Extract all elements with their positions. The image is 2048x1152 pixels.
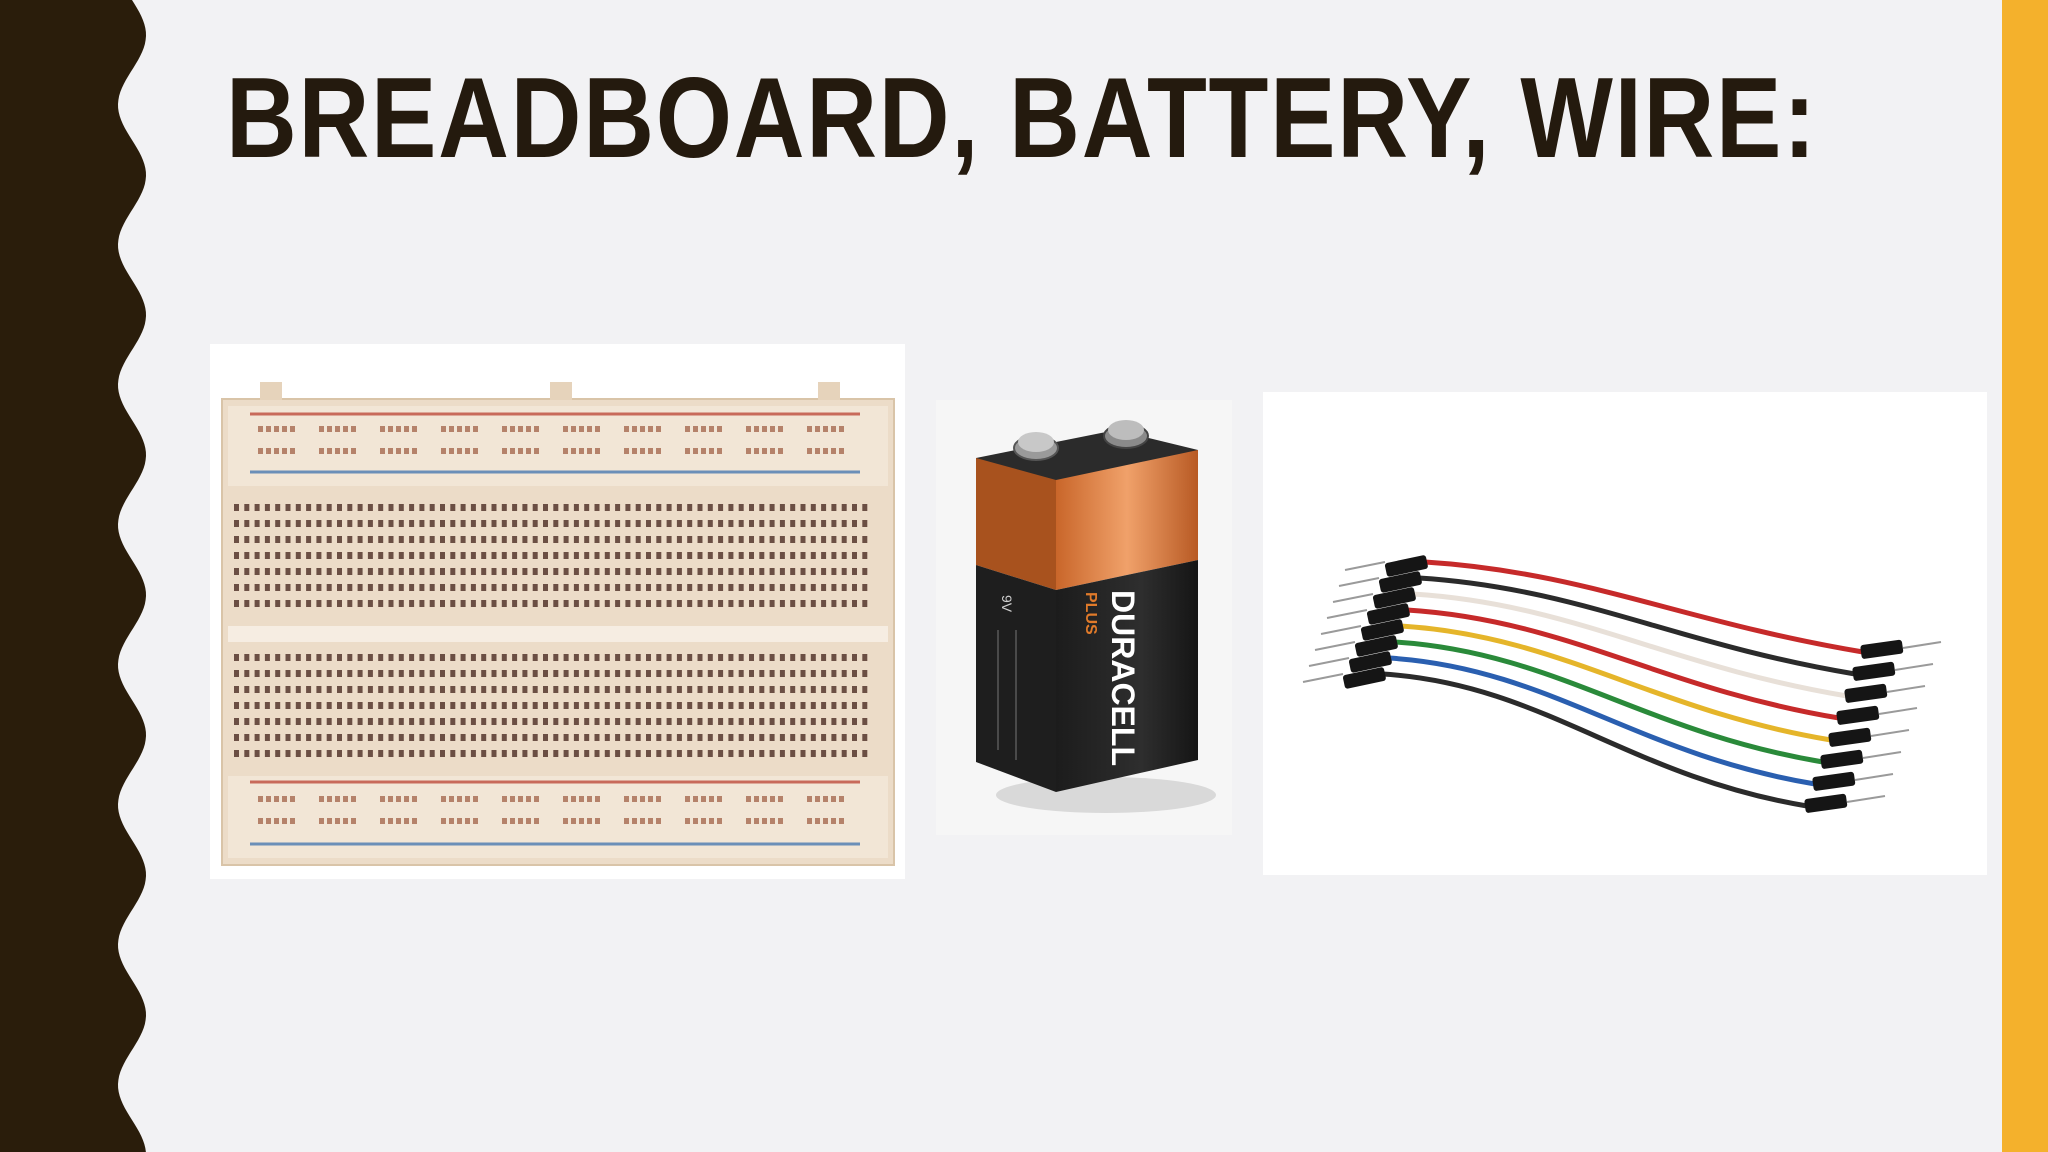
jumper-wires-image (1263, 392, 1987, 875)
battery-brand: DURACELL (1105, 590, 1141, 766)
jumper-wires-icon (1302, 555, 1942, 813)
battery-subbrand: PLUS (1082, 592, 1099, 635)
breadboard-image (210, 344, 905, 879)
slide-title: BREADBOARD, BATTERY, WIRE: (226, 55, 1818, 182)
breadboard-icon (221, 382, 895, 866)
battery-voltage: 9V (999, 595, 1015, 613)
battery-image: DURACELL PLUS 9V (936, 400, 1232, 835)
left-wavy-border (0, 0, 160, 1152)
battery-icon: DURACELL PLUS 9V (976, 420, 1216, 813)
right-accent-stripe (2002, 0, 2048, 1152)
